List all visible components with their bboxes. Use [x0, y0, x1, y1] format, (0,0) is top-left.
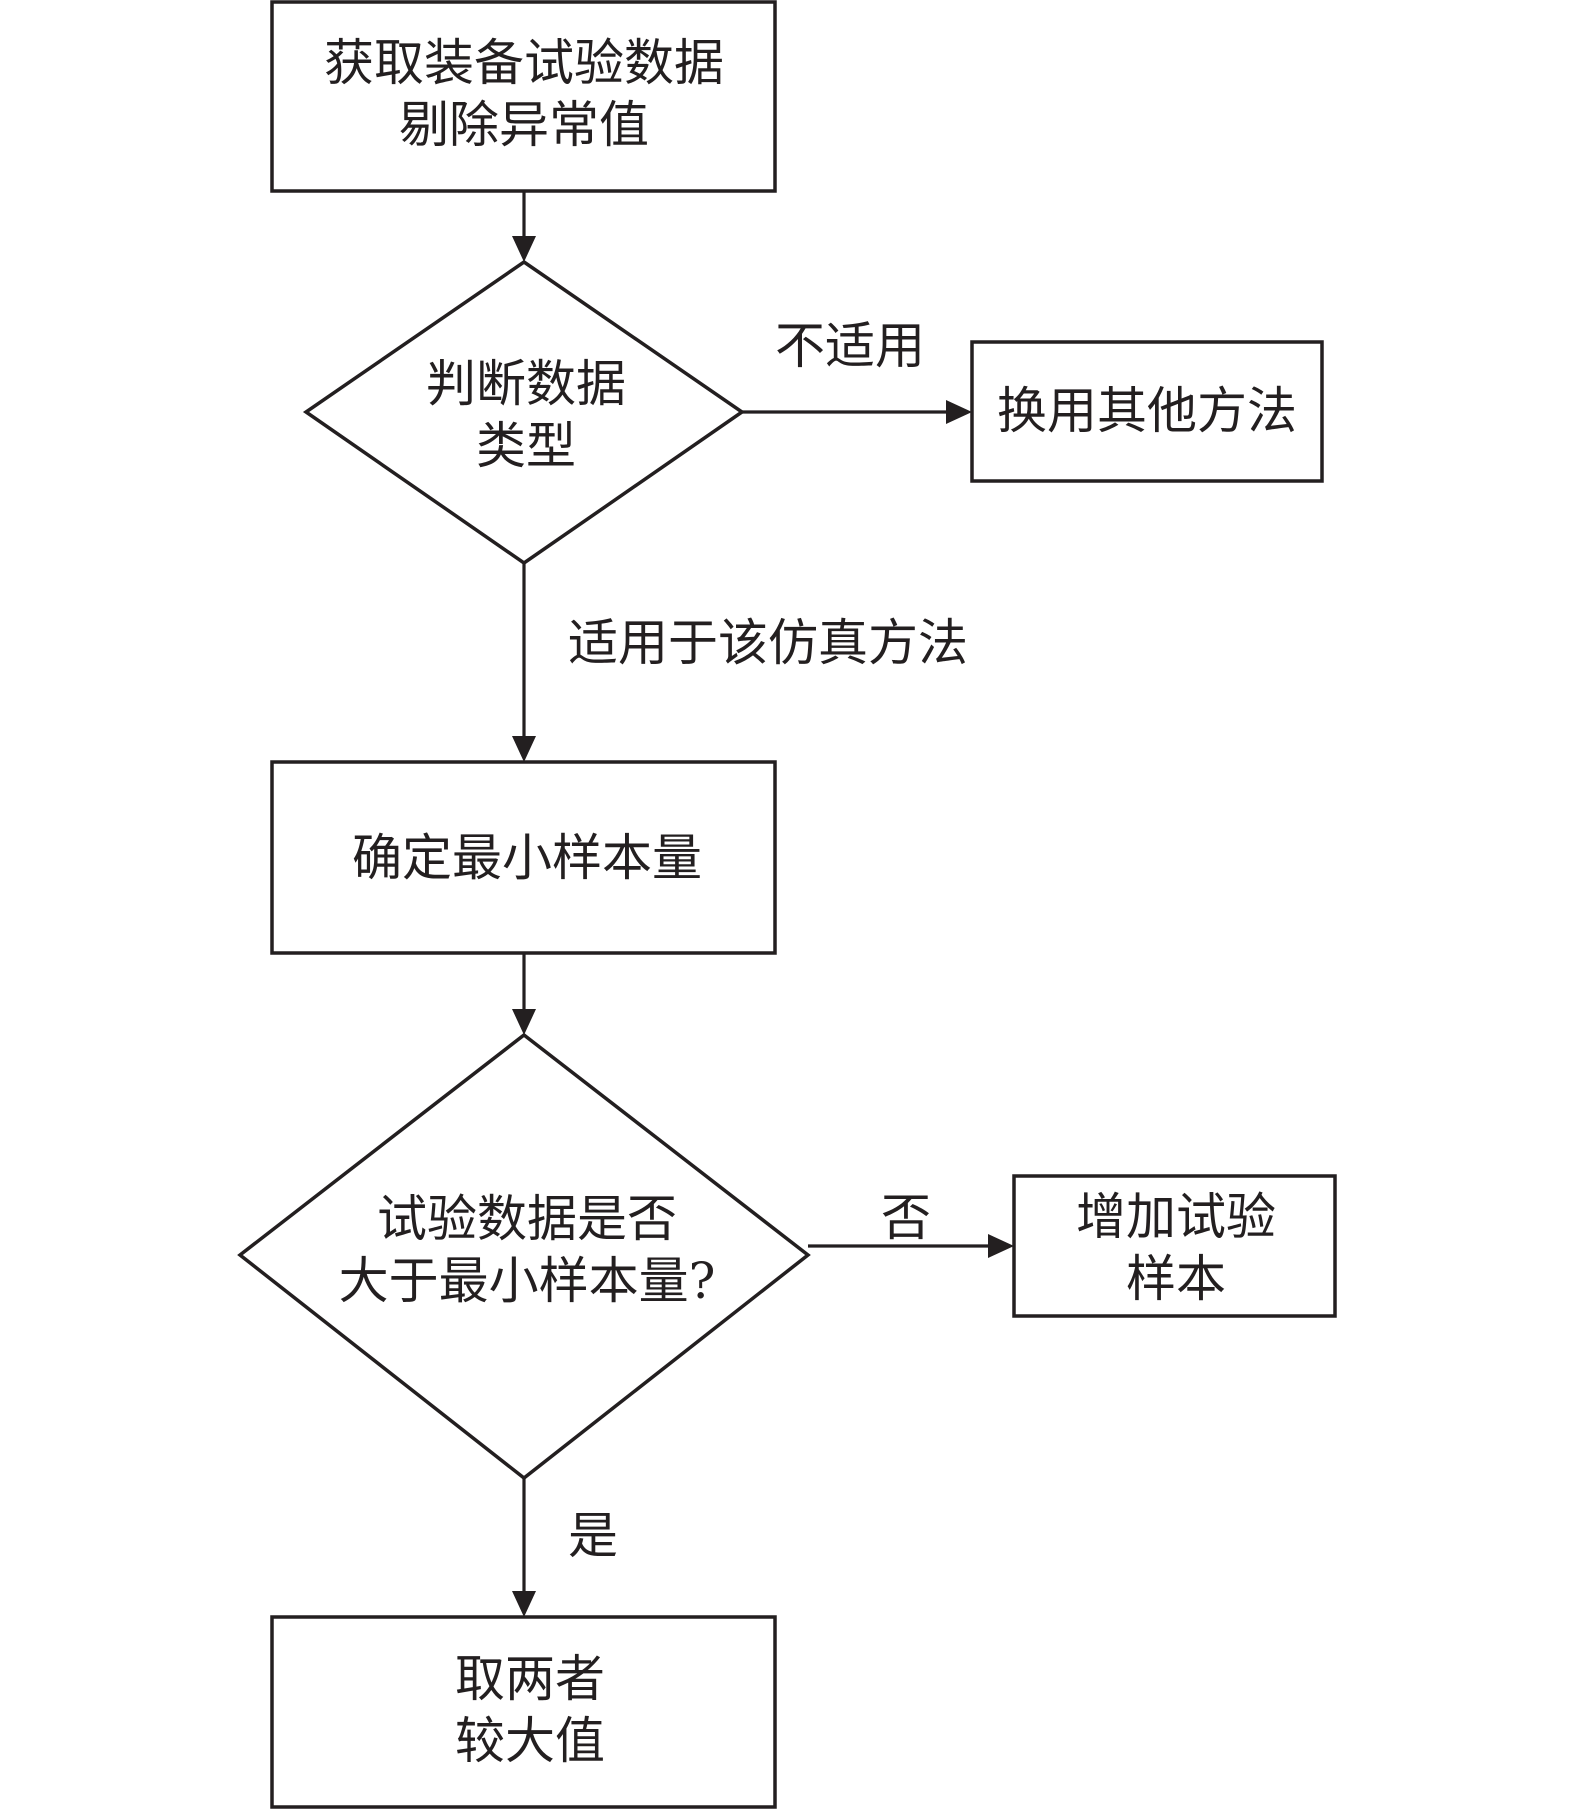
- node-other-method: 换用其他方法: [970, 340, 1324, 483]
- edge-label-applicable: 适用于该仿真方法: [568, 614, 968, 672]
- node-other-method-label: 换用其他方法: [997, 382, 1297, 440]
- edge-label-yes: 是: [568, 1507, 618, 1565]
- node-take-max: 取两者 较大值: [270, 1615, 777, 1809]
- node-acquire-line-1: 获取装备试验数据: [324, 34, 724, 92]
- node-compare-line-1: 试验数据是否: [377, 1190, 677, 1248]
- arrowhead-icon: [946, 400, 972, 424]
- node-judge-line-1: 判断数据: [426, 355, 626, 413]
- node-acquire-line-2: 剔除异常值: [399, 96, 649, 154]
- arrowhead-icon: [512, 1591, 536, 1617]
- node-min-sample-label: 确定最小样本量: [352, 829, 702, 887]
- arrowhead-icon: [988, 1234, 1014, 1258]
- node-acquire-data: 获取装备试验数据 剔除异常值: [270, 0, 777, 193]
- node-take-max-line-1: 取两者: [455, 1650, 605, 1708]
- edge-labels: 不适用 适用于该仿真方法 否 是: [568, 317, 968, 1565]
- node-compare-line-2: 大于最小样本量?: [339, 1252, 716, 1310]
- node-compare-sample-size: 试验数据是否 大于最小样本量?: [237, 1032, 811, 1481]
- node-add-samples-line-2: 样本: [1126, 1250, 1226, 1308]
- edge-label-no: 否: [881, 1189, 931, 1247]
- arrowhead-icon: [512, 1009, 536, 1035]
- node-take-max-line-2: 较大值: [455, 1712, 605, 1770]
- node-add-samples-line-1: 增加试验: [1076, 1188, 1276, 1246]
- node-add-samples: 增加试验 样本: [1012, 1174, 1337, 1318]
- node-min-sample: 确定最小样本量: [270, 760, 777, 955]
- edge-label-not-applicable: 不适用: [775, 317, 925, 375]
- arrowhead-icon: [512, 736, 536, 762]
- node-judge-line-2: 类型: [476, 417, 576, 475]
- connectors: [512, 192, 1014, 1617]
- node-judge-data-type: 判断数据 类型: [302, 259, 746, 566]
- arrowhead-icon: [512, 236, 536, 262]
